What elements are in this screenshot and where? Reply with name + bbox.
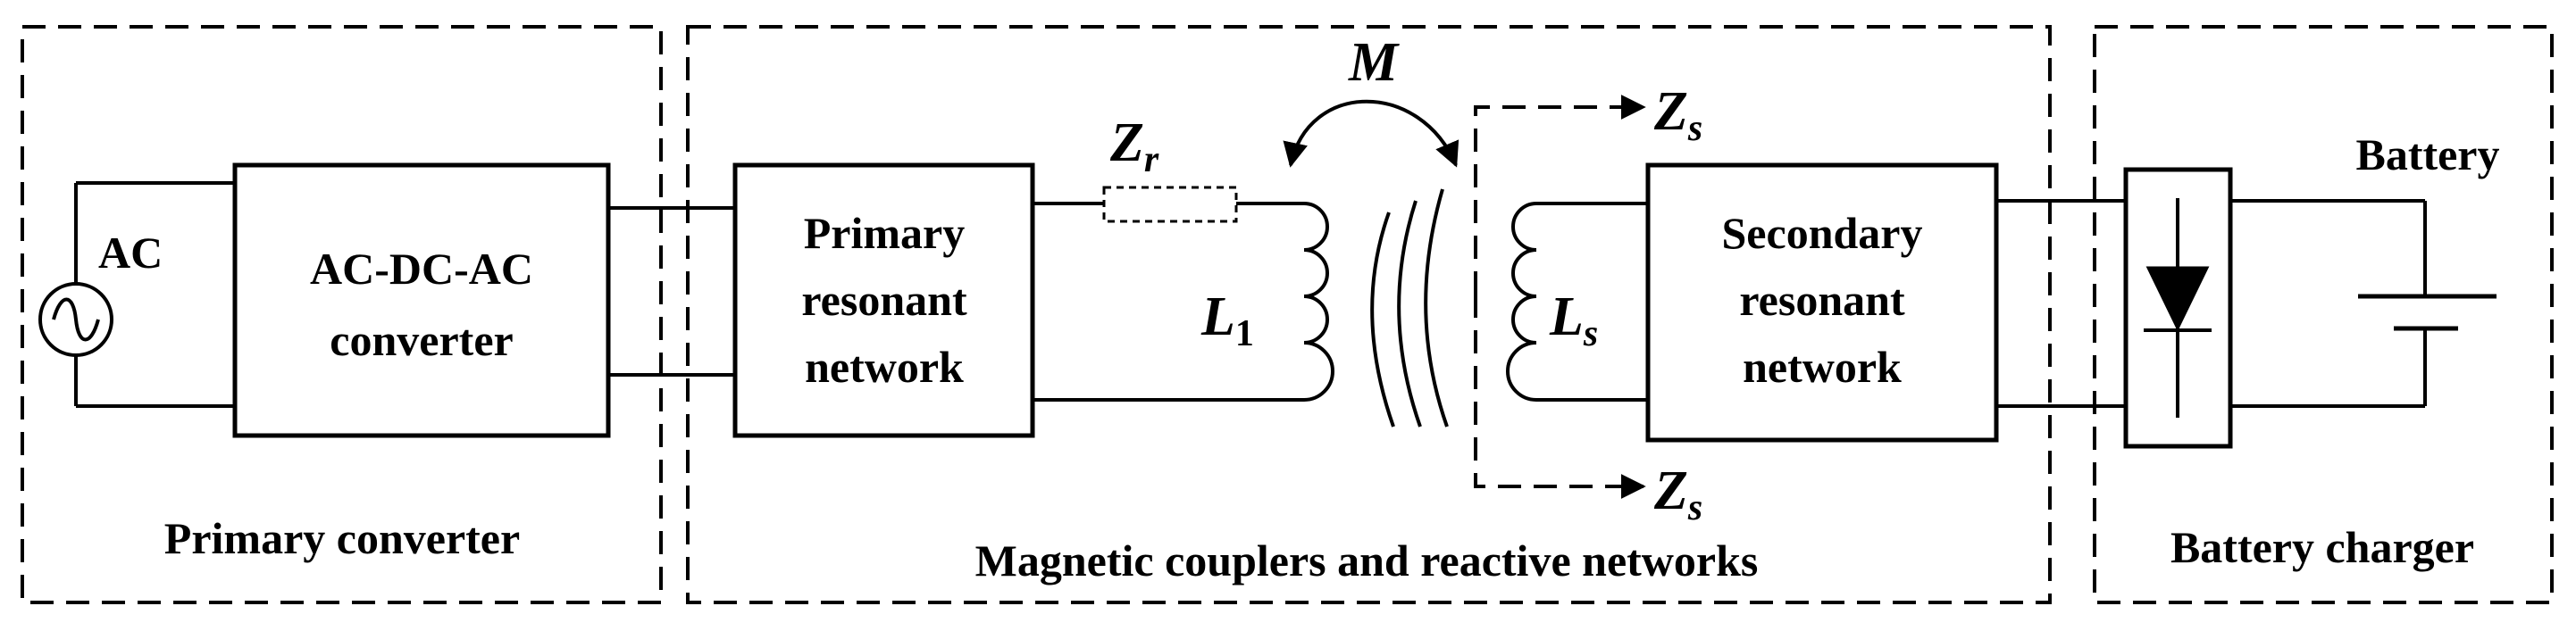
zs-top-arrow	[1474, 95, 1646, 295]
sine-wave-icon	[52, 297, 100, 342]
converter-label-line2: converter	[330, 315, 513, 365]
zr-label: Zr	[1109, 112, 1159, 180]
converter-label-line1: AC-DC-AC	[310, 244, 533, 294]
zs-bottom-label: Zs	[1653, 461, 1702, 528]
secondary-net-line3: network	[1743, 342, 1902, 392]
ac-source: AC	[38, 181, 235, 408]
battery-label: Battery	[2355, 129, 2499, 179]
section-couplers	[686, 25, 2052, 604]
mutual-label: M	[1348, 32, 1400, 93]
primary-net-line2: resonant	[801, 275, 967, 325]
secondary-net-line1: Secondary	[1722, 208, 1923, 258]
l1-label: L1	[1200, 286, 1254, 354]
core-line-3	[1424, 188, 1449, 428]
section-label-charger: Battery charger	[2170, 522, 2474, 572]
ls-label: Ls	[1549, 286, 1598, 354]
mutual-arrow	[1283, 99, 1459, 168]
core-line-2	[1397, 200, 1422, 428]
l1-coil	[1303, 202, 1334, 402]
section-label-primary: Primary converter	[164, 513, 520, 563]
primary-net-line1: Primary	[804, 208, 965, 258]
zs-top-label: Zs	[1653, 81, 1702, 149]
source-label: AC	[98, 228, 163, 278]
primary-network-block	[732, 162, 1035, 438]
zs-bottom-arrow	[1474, 295, 1646, 499]
primary-net-line3: network	[805, 342, 964, 392]
converter-block	[232, 162, 611, 438]
section-label-couplers: Magnetic couplers and reactive networks	[975, 536, 1759, 585]
battery-icon	[2230, 199, 2497, 408]
diode-icon	[2145, 266, 2210, 332]
core-line-1	[1370, 212, 1395, 428]
ls-coil	[1506, 202, 1537, 402]
section-battery-charger	[2093, 25, 2554, 604]
secondary-network-block	[1645, 162, 1999, 443]
secondary-net-line2: resonant	[1739, 275, 1905, 325]
zr-impedance	[1102, 186, 1238, 223]
